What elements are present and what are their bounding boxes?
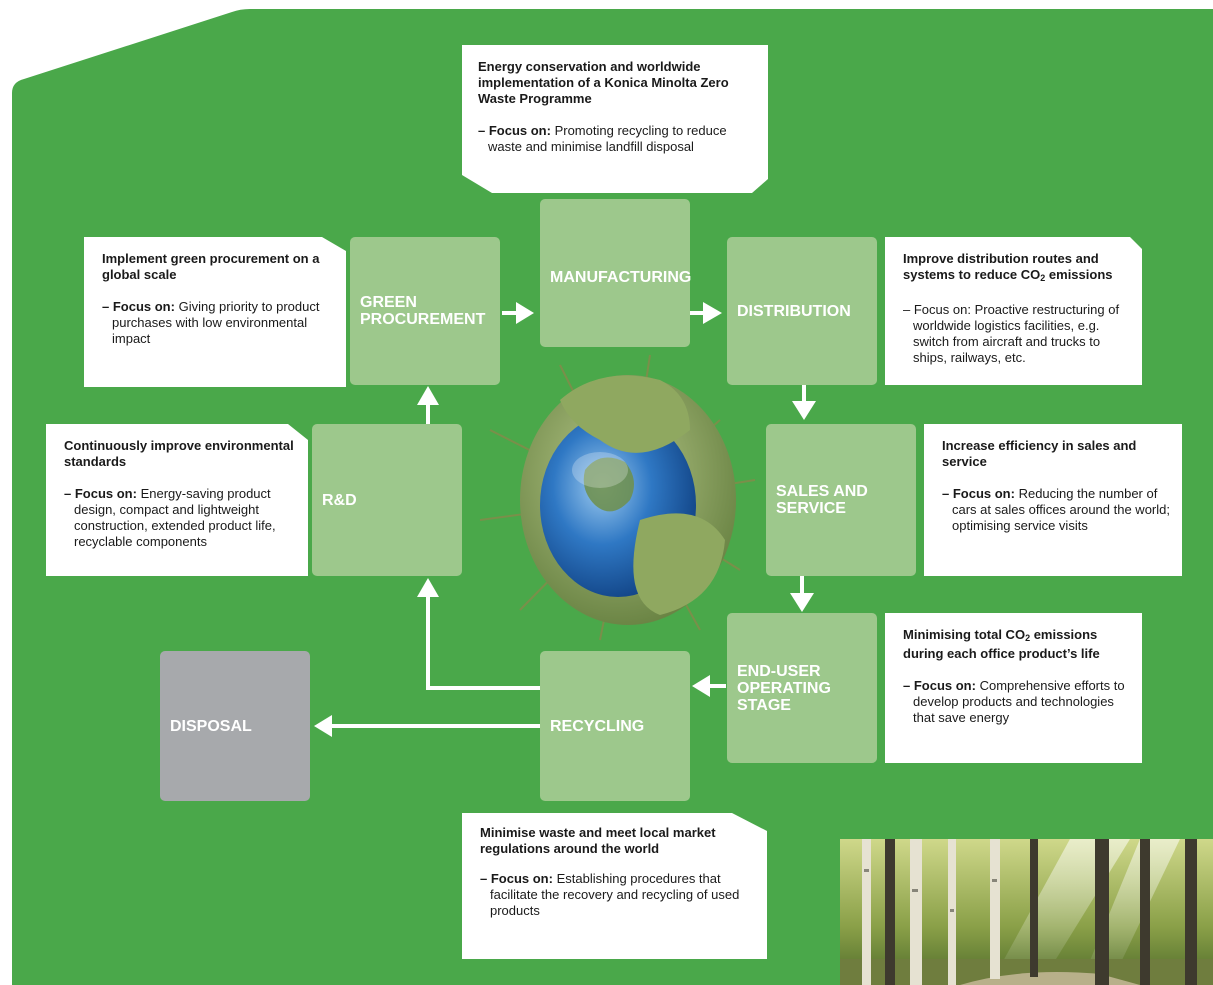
- stage-distribution: DISTRIBUTION: [727, 237, 877, 385]
- card-focus: – Focus on: Giving priority to product p…: [102, 299, 334, 347]
- stage-label: RECYCLING: [550, 717, 645, 735]
- focus-text: Establishing procedures that facilitate …: [490, 871, 740, 918]
- stage-label: DISTRIBUTION: [737, 302, 851, 320]
- card-focus: – Focus on: Comprehensive efforts to dev…: [903, 678, 1130, 726]
- focus-text: Proactive restructuring of worldwide log…: [913, 302, 1120, 365]
- focus-label: – Focus on:: [480, 871, 553, 886]
- focus-label: – Focus on:: [64, 486, 137, 501]
- focus-text: Energy-saving product design, compact an…: [74, 486, 276, 549]
- focus-text: Promoting recycling to reduce waste and …: [488, 123, 727, 154]
- card-sales: Increase efficiency in sales and service…: [924, 424, 1182, 576]
- headline-text-end: emissions: [1045, 267, 1113, 282]
- focus-text: Reducing the number of cars at sales off…: [952, 486, 1170, 533]
- focus-text: Comprehensive efforts to develop product…: [913, 678, 1125, 725]
- card-manufacturing: Energy conservation and worldwide implem…: [462, 45, 768, 193]
- focus-label: – Focus on:: [942, 486, 1015, 501]
- card-distribution-shape: [885, 237, 1142, 385]
- card-rd-shape: [46, 424, 308, 576]
- focus-label: – Focus on:: [903, 302, 971, 317]
- stage-sales-service: SALES AND SERVICE: [766, 424, 916, 576]
- headline-text: Minimising total CO: [903, 627, 1026, 642]
- card-manufacturing-shape: [462, 45, 768, 193]
- card-enduser: Minimising total CO2 emissions during ea…: [885, 613, 1142, 763]
- card-headline: Improve distribution routes and systems …: [903, 251, 1130, 286]
- focus-label: – Focus on:: [903, 678, 976, 693]
- forest-photo-image: [840, 839, 1213, 985]
- stage-label: SALES AND SERVICE: [776, 483, 868, 517]
- stage-label: R&D: [322, 491, 357, 509]
- stage-label: MANUFACTURING: [550, 269, 692, 286]
- card-headline: Implement green procurement on a global …: [102, 251, 320, 282]
- card-procurement-shape: [84, 237, 346, 387]
- card-distribution: Improve distribution routes and systems …: [885, 237, 1142, 385]
- stage-manufacturing: MANUFACTURING: [540, 199, 692, 347]
- stage-rd: R&D: [312, 424, 462, 576]
- stage-recycling: RECYCLING: [540, 651, 690, 801]
- card-headline: Energy conservation and worldwide implem…: [478, 59, 729, 106]
- headline-text: Improve distribution routes and systems …: [903, 251, 1099, 282]
- card-headline: Increase efficiency in sales and service: [942, 438, 1137, 469]
- stage-label: DISPOSAL: [170, 717, 252, 735]
- card-headline: Minimising total CO2 emissions during ea…: [903, 627, 1130, 662]
- subscript: 2: [1040, 273, 1046, 283]
- card-recycling: Minimise waste and meet local market reg…: [462, 813, 767, 959]
- card-focus: – Focus on: Promoting recycling to reduc…: [478, 123, 754, 155]
- card-headline: Minimise waste and meet local market reg…: [480, 825, 716, 856]
- card-focus: – Focus on: Energy-saving product design…: [64, 486, 296, 550]
- card-focus: – Focus on: Establishing procedures that…: [480, 871, 755, 919]
- card-rd: Continuously improve environmental stand…: [46, 424, 308, 576]
- focus-label: – Focus on:: [478, 123, 551, 138]
- stage-end-user: END-USER OPERATING STAGE: [727, 613, 877, 763]
- stage-label: END-USER OPERATING STAGE: [737, 662, 831, 714]
- card-focus: – Focus on: Reducing the number of cars …: [942, 486, 1170, 534]
- card-focus: – Focus on: Proactive restructuring of w…: [903, 302, 1130, 366]
- stage-disposal: DISPOSAL: [160, 651, 310, 801]
- card-headline: Continuously improve environmental stand…: [64, 438, 294, 469]
- card-recycling-shape: [462, 813, 767, 959]
- focus-text: Giving priority to product purchases wit…: [112, 299, 320, 346]
- card-procurement: Implement green procurement on a global …: [84, 237, 346, 387]
- stage-green-procurement: GREEN PROCUREMENT: [350, 237, 500, 385]
- focus-label: – Focus on:: [102, 299, 175, 314]
- stage-label: GREEN PROCUREMENT: [360, 294, 486, 328]
- headline-text-end: emissions during each office product’s l…: [903, 627, 1100, 661]
- subscript: 2: [1025, 633, 1031, 643]
- card-enduser-shape: [885, 613, 1142, 763]
